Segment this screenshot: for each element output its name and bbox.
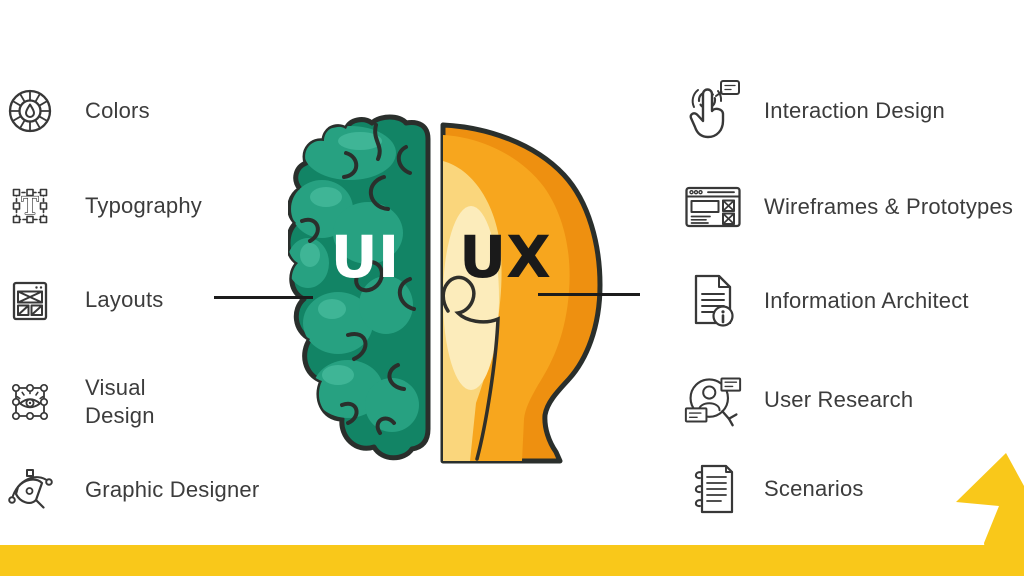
list-item-label: Visual Design <box>85 374 155 428</box>
list-item-label: Wireframes & Prototypes <box>764 194 1014 219</box>
notebook-icon <box>684 463 742 515</box>
list-item-typography: T Typography <box>6 182 202 230</box>
list-item-visual-design: Visual Design <box>6 374 203 430</box>
document-info-icon <box>684 272 742 330</box>
browser-wireframe-icon <box>684 183 742 231</box>
list-item-wireframes-prototypes: Wireframes & Prototypes <box>684 183 1013 231</box>
yellow-bottom-bar <box>0 545 1024 576</box>
right-connector-line <box>538 293 640 296</box>
ux-label: UX <box>459 223 551 291</box>
pen-tool-icon <box>6 466 54 514</box>
list-item-label: Layouts <box>85 287 164 312</box>
list-item-label: Graphic Designer <box>85 477 260 502</box>
lightbulb-half-shape: UX <box>440 122 603 464</box>
filament-squiggle <box>441 275 500 461</box>
list-item-label: Typography <box>85 193 202 218</box>
left-connector-line <box>214 296 313 299</box>
list-item-label: Colors <box>85 98 150 123</box>
user-magnifier-icon <box>684 371 742 429</box>
tap-gesture-icon <box>684 79 742 143</box>
layout-wireframe-icon <box>6 276 54 324</box>
svg-text:T: T <box>21 191 38 220</box>
list-item-scenarios: Scenarios <box>684 463 864 515</box>
list-item-interaction-design: Interaction Design <box>684 79 945 143</box>
typography-icon: T <box>6 182 54 230</box>
list-item-label: Interaction Design <box>764 98 945 123</box>
color-wheel-icon <box>6 87 54 135</box>
list-item-user-research: User Research <box>684 371 913 429</box>
brain-half-shape: UI <box>288 114 431 461</box>
list-item-label: User Research <box>764 387 914 412</box>
list-item-layouts: Layouts <box>6 276 163 324</box>
ui-label: UI <box>331 223 400 291</box>
list-item-graphic-designer: Graphic Designer <box>6 466 259 514</box>
list-item-colors: Colors <box>6 87 150 135</box>
list-item-label: Information Architect <box>764 288 969 313</box>
visual-design-eye-icon <box>6 378 54 426</box>
list-item-information-architect: Information Architect <box>684 272 969 330</box>
list-item-label: Scenarios <box>764 476 864 501</box>
brain-bulb-illustration: UI UX <box>288 114 603 464</box>
